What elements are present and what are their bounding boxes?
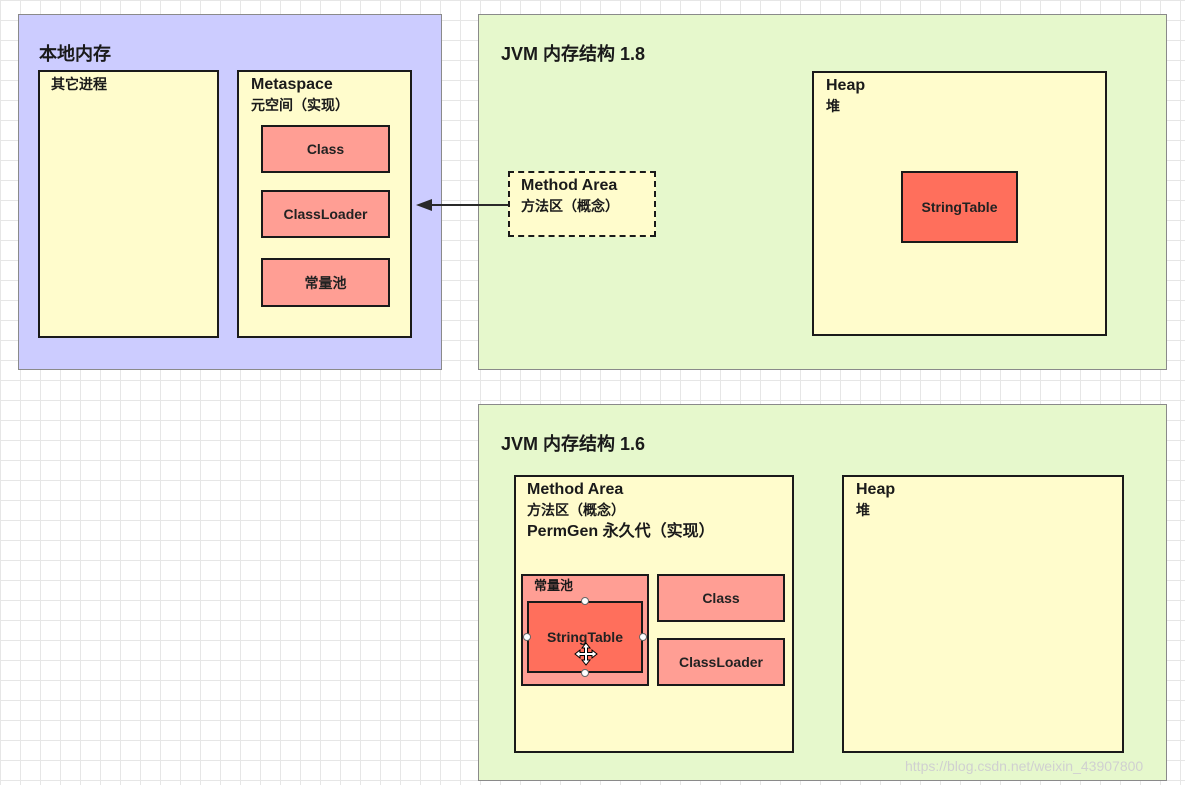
native-memory-title: 本地内存 (39, 44, 111, 64)
jvm18-method-area-box[interactable]: Method Area 方法区（概念） (508, 171, 656, 237)
jvm16-heap-subtitle: 堆 (856, 502, 870, 518)
metaspace-classloader-box[interactable]: ClassLoader (261, 190, 390, 238)
jvm16-classloader-box[interactable]: ClassLoader (657, 638, 785, 686)
jvm18-title: JVM 内存结构 1.8 (501, 44, 646, 64)
jvm18-method-area-title: Method Area (521, 177, 618, 194)
selection-handle-right[interactable] (639, 633, 647, 641)
metaspace-subtitle: 元空间（实现） (251, 97, 349, 113)
jvm16-class-box[interactable]: Class (657, 574, 785, 622)
jvm16-method-area-line3: PermGen 永久代（实现） (527, 523, 715, 540)
selection-handle-bottom[interactable] (581, 669, 589, 677)
move-cursor-icon (574, 642, 598, 666)
other-process-label: 其它进程 (51, 76, 107, 92)
jvm18-stringtable-box[interactable]: StringTable (901, 171, 1018, 243)
metaspace-class-box[interactable]: Class (261, 125, 390, 173)
jvm16-method-area-title: Method Area (527, 481, 624, 498)
metaspace-title: Metaspace (251, 76, 333, 93)
jvm18-method-area-subtitle: 方法区（概念） (521, 198, 619, 214)
jvm16-heap-title: Heap (856, 481, 896, 498)
method-area-to-metaspace-arrow (416, 199, 508, 211)
selection-handle-top[interactable] (581, 597, 589, 605)
jvm16-title: JVM 内存结构 1.6 (501, 434, 646, 454)
jvm18-heap-subtitle: 堆 (826, 98, 840, 114)
metaspace-constant-pool-box[interactable]: 常量池 (261, 258, 390, 307)
jvm18-heap-box[interactable]: Heap 堆 (812, 71, 1107, 336)
watermark-text: https://blog.csdn.net/weixin_43907800 (905, 758, 1144, 774)
jvm18-heap-title: Heap (826, 77, 866, 94)
selection-handle-left[interactable] (523, 633, 531, 641)
jvm16-heap-box[interactable]: Heap 堆 (842, 475, 1124, 753)
jvm16-constant-pool-label: 常量池 (534, 578, 574, 593)
jvm16-method-area-line2: 方法区（概念） (527, 502, 625, 518)
other-process-box[interactable]: 其它进程 (38, 70, 219, 338)
